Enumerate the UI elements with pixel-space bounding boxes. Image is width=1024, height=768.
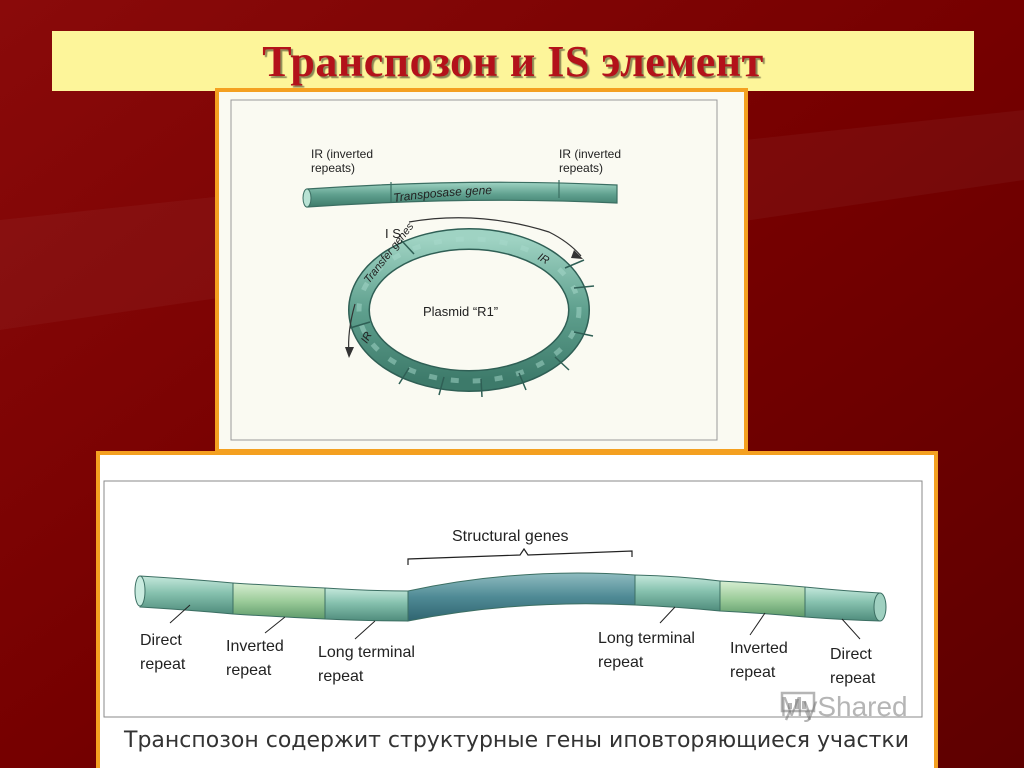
watermark-text: MyShared <box>780 691 908 722</box>
page-title: Транспозон и IS элемент <box>262 36 764 86</box>
direct-repeat-left-line2: repeat <box>140 656 186 673</box>
inverted-repeat-left-line2: repeat <box>226 662 272 679</box>
caption: Транспозон содержит структурные гены ипо… <box>124 728 910 753</box>
transposon-figure: Structural genes Direct repeat Inverted … <box>96 451 938 768</box>
ir-right-label-line2: repeats) <box>559 161 603 175</box>
inverted-repeat-right-line1: Inverted <box>730 640 788 657</box>
title-bar: Транспозон и IS элемент <box>52 31 974 91</box>
ltr-left-line1: Long terminal <box>318 644 415 661</box>
ir-ring-right-label: IR <box>536 251 552 267</box>
plasmid-label: Plasmid “R1” <box>423 304 498 319</box>
ir-left-label-line1: IR (inverted <box>311 147 373 161</box>
plasmid-ring <box>348 228 595 398</box>
ir-left-label-line2: repeats) <box>311 161 355 175</box>
presentation-board-icon <box>780 691 816 721</box>
is-arrow-right <box>408 217 582 257</box>
ltr-right-line1: Long terminal <box>598 630 695 647</box>
inverted-repeat-left-line1: Inverted <box>226 638 284 655</box>
watermark: MyShared <box>780 691 908 723</box>
transposon-figure-body: Structural genes Direct repeat Inverted … <box>100 455 934 768</box>
is-element-diagram: Transposase gene IR (inverted repeats) I… <box>219 92 744 449</box>
structural-genes-bracket <box>407 547 633 565</box>
transposon-diagram: Structural genes Direct repeat Inverted … <box>103 480 923 718</box>
ir-right-label-line1: IR (inverted <box>559 147 621 161</box>
direct-repeat-right-line2: repeat <box>830 670 876 687</box>
is-element-figure: Transposase gene IR (inverted repeats) I… <box>215 88 748 453</box>
ir-ring-left-label: IR <box>359 330 375 345</box>
direct-repeat-left-line1: Direct <box>140 632 182 649</box>
structural-genes-label: Structural genes <box>452 528 569 545</box>
is-element-tube <box>306 181 618 208</box>
inverted-repeat-right-line2: repeat <box>730 664 776 681</box>
is-element-figure-body: Transposase gene IR (inverted repeats) I… <box>219 92 744 449</box>
direct-repeat-right-line1: Direct <box>830 646 872 663</box>
label-leaders <box>169 604 861 640</box>
ltr-left-line2: repeat <box>318 668 364 685</box>
ltr-right-line2: repeat <box>598 654 644 671</box>
transposon-tube <box>134 572 887 622</box>
is-label: I S <box>385 226 401 241</box>
